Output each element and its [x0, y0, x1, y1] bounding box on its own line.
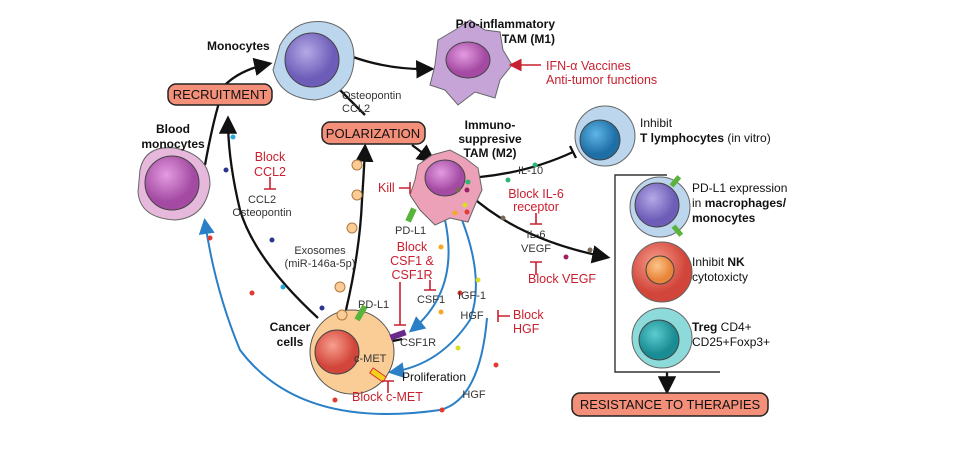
cmet-receptor — [369, 367, 387, 383]
block-il6-1: Block IL-6 — [508, 187, 564, 201]
inhibition-marks — [264, 58, 542, 393]
monocyte-cell — [272, 20, 355, 101]
csf1-label: CSF1 — [417, 294, 445, 306]
cancer-cell — [309, 304, 407, 395]
block-vegf: Block VEGF — [528, 272, 596, 286]
block-csf-1: Block — [397, 240, 428, 254]
t-lymphocyte-cell — [574, 105, 636, 167]
il10-label: IL-10 — [518, 165, 543, 177]
block-hgf-1: Block — [513, 308, 544, 322]
arrow-monocyte-to-m1 — [352, 55, 435, 79]
pdl1-receptor — [354, 304, 368, 322]
m2-label-3: TAM (M2) — [463, 146, 516, 160]
csf1r-receptor — [389, 329, 407, 341]
nk-2: cytotoxicty — [692, 270, 748, 284]
pdl1-m2-label: PD-L1 — [395, 225, 426, 237]
m1-label-1: Pro-inflammatory — [456, 17, 556, 31]
arrow-igf1-hgf — [388, 219, 477, 379]
arrow-cancer-to-recruitment — [218, 115, 319, 319]
nk-1: Inhibit NK — [692, 255, 745, 269]
polarization-label: POLARIZATION — [326, 126, 420, 141]
pdl1-cancer-label: PD-L1 — [358, 299, 389, 311]
ccl2-top: CCL2 — [342, 103, 370, 115]
csf1r-label: CSF1R — [400, 337, 436, 349]
inhibit-t-line — [479, 145, 578, 179]
pdl1-exp-1: PD-L1 expression — [692, 181, 787, 195]
paracrine-arrows — [198, 218, 488, 415]
kill-label: Kill — [378, 181, 395, 195]
treg-1: Treg CD4+ — [692, 320, 752, 334]
ccl2-label: CCL2 — [248, 194, 276, 206]
cancer-label-1: Cancer — [270, 320, 311, 334]
block-ccl2-1: Block — [255, 150, 286, 164]
block-ccl2-2: CCL2 — [254, 165, 286, 179]
blood-monocyte-cell — [137, 147, 211, 221]
exosome-vesicles — [334, 159, 363, 321]
block-csf-3: CSF1R — [392, 268, 433, 282]
arrow-hgf-blood — [198, 218, 488, 415]
osteopontin-label: Osteopontin — [232, 207, 291, 219]
cytokine-dots — [207, 134, 593, 413]
resistance-box — [571, 392, 769, 417]
m2-pdl1-receptor — [405, 207, 417, 223]
exosomes-2: (miR-146a-5p) — [285, 258, 356, 270]
treg-cell — [631, 307, 693, 369]
m1-label-2: TAM (M1) — [502, 32, 555, 46]
exosomes-1: Exosomes — [294, 245, 346, 257]
pdl1-exp-2: in macrophages/ — [692, 196, 787, 210]
recruitment-box — [167, 83, 273, 106]
inhibit-t-2: T lymphocytes (in vitro) — [640, 131, 771, 145]
block-csf-2: CSF1 & — [390, 254, 434, 268]
hgf-label: HGF — [460, 310, 484, 322]
recruitment-label: RECRUITMENT — [173, 87, 268, 102]
pdl1-macrophage-cell — [629, 175, 691, 238]
cmet-label: c-MET — [354, 353, 387, 365]
il6-label: IL-6 — [527, 229, 546, 241]
m1-inputs-2: Anti-tumor functions — [546, 73, 657, 87]
cancer-label-2: cells — [277, 335, 304, 349]
m1-macrophage-cell — [429, 19, 513, 106]
inhibit-t-1: Inhibit — [640, 116, 673, 130]
m2-label-2: suppresive — [458, 132, 522, 146]
block-il6-2: receptor — [513, 200, 559, 214]
nk-cell — [631, 241, 693, 303]
osteopontin-top: Osteopontin — [342, 90, 401, 102]
arrow-csf1 — [408, 219, 450, 333]
vegf-label: VEGF — [521, 243, 551, 255]
effects-bracket — [614, 174, 720, 373]
m2-macrophage-cell — [409, 149, 483, 226]
hgf-bottom-label: HGF — [462, 389, 486, 401]
polarization-box — [321, 121, 426, 145]
monocytes-label: Monocytes — [207, 39, 270, 53]
m1-inputs-1: IFN-α Vaccines — [546, 59, 631, 73]
igf1-label: IGF-1 — [458, 290, 486, 302]
treg-2: CD25+Foxp3+ — [692, 335, 770, 349]
blood-label-1: Blood — [156, 122, 190, 136]
pdl1-exp-3: monocytes — [692, 211, 756, 225]
block-cmet: Block c-MET — [352, 390, 423, 404]
arrow-exosome-to-polarization — [344, 143, 374, 311]
block-hgf-2: HGF — [513, 322, 540, 336]
proliferation-label: Proliferation — [402, 370, 466, 384]
blood-label-2: monocytes — [141, 137, 205, 151]
m2-label-1: Immuno- — [465, 118, 516, 132]
arrow-m2-to-effects — [469, 194, 611, 264]
resistance-label: RESISTANCE TO THERAPIES — [580, 397, 761, 412]
